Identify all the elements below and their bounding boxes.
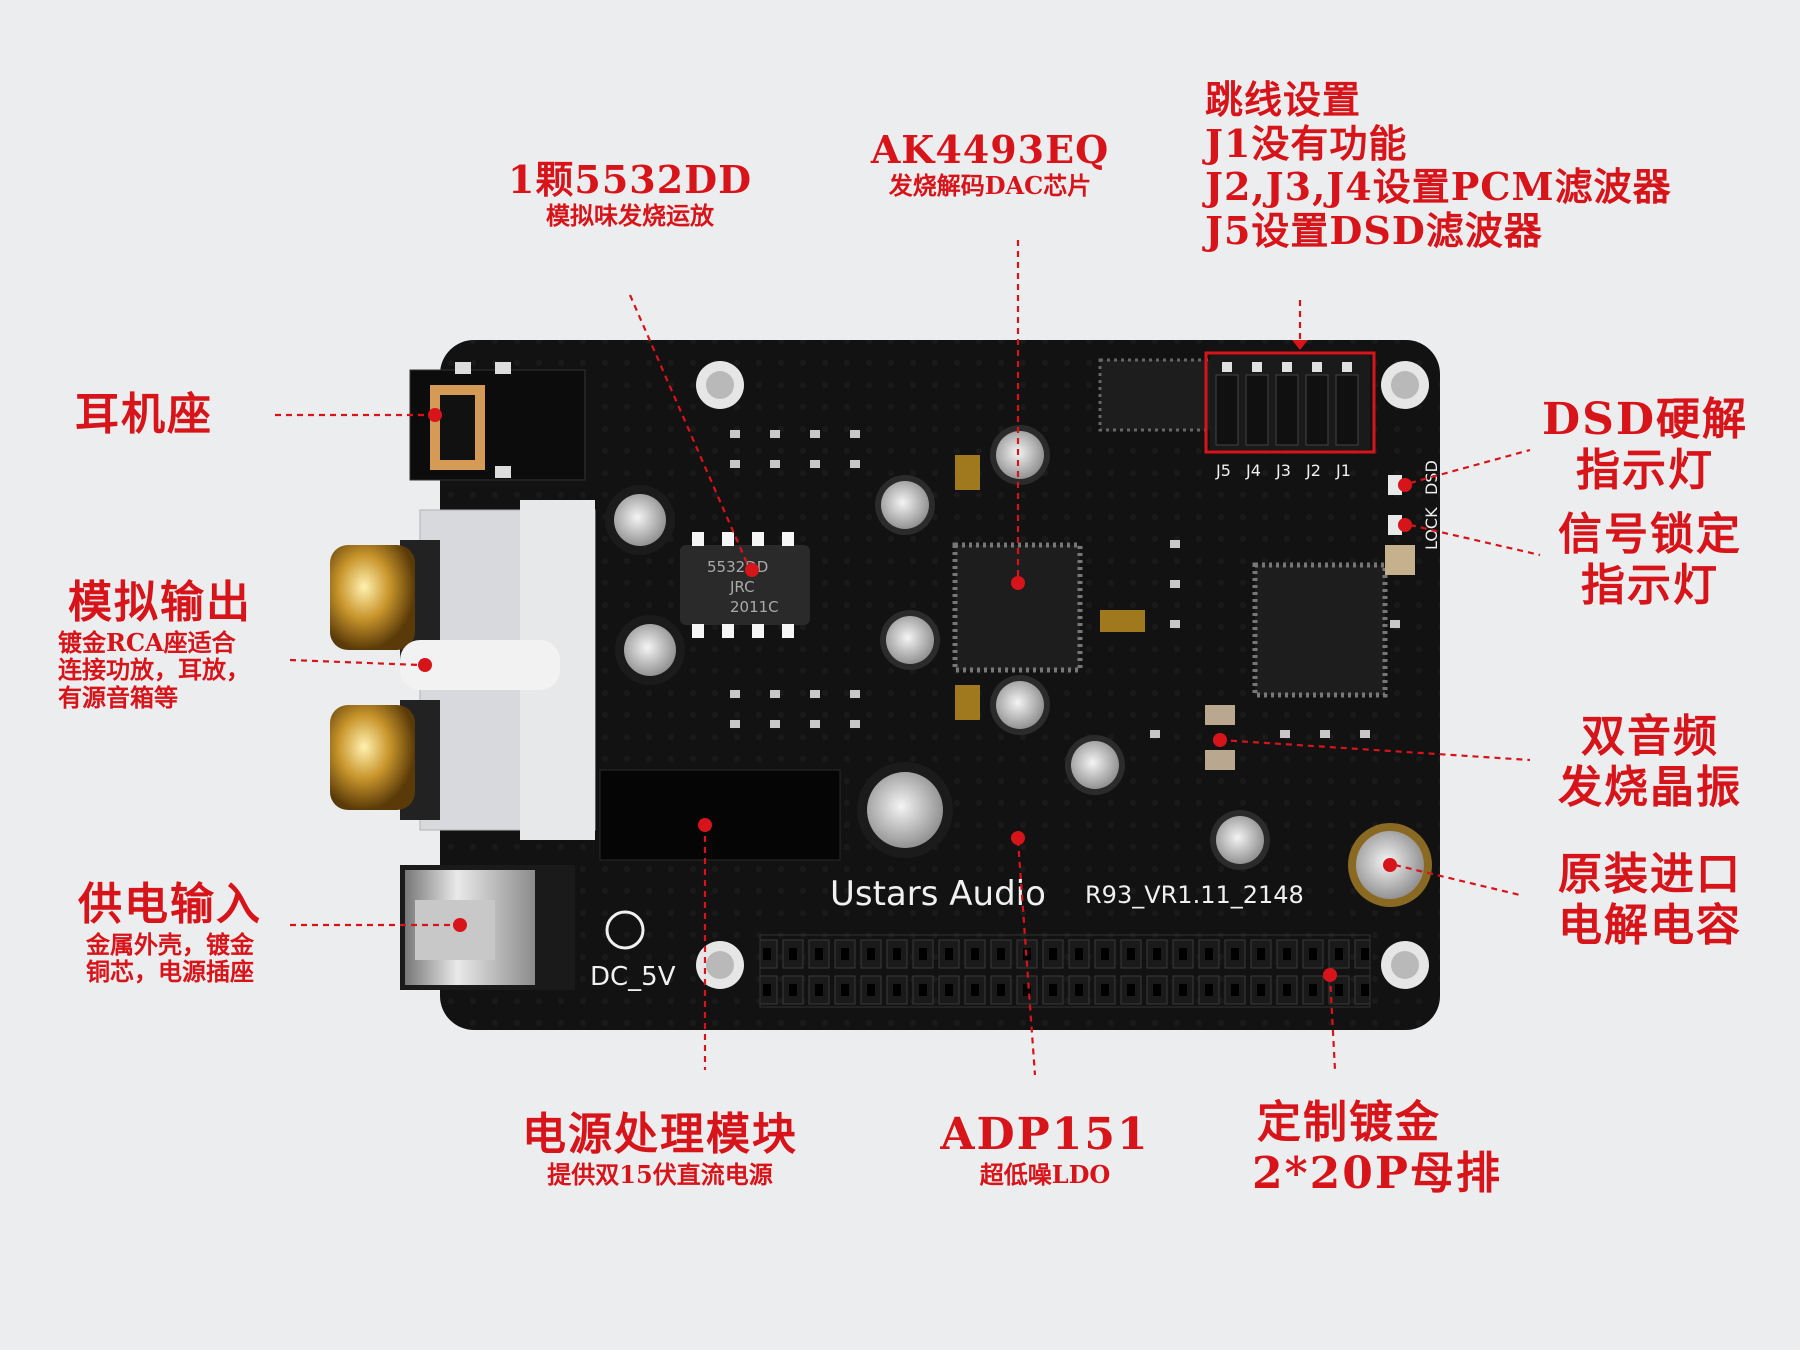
leader-dots [418,340,1412,982]
dac-annotation: AK4493EQ 发烧解码DAC芯片 [870,127,1110,200]
svg-text:J4: J4 [1245,461,1261,480]
svg-text:J3: J3 [1275,461,1291,480]
model-text: R93_VR1.11_2148 [1085,881,1304,909]
jumper-annotation: 跳线设置 J1没有功能 J2,J3,J4设置PCM滤波器 J5设置DSD滤波器 [1205,77,1672,254]
headphone-jack [409,362,586,481]
svg-text:JRC: JRC [729,578,755,596]
svg-text:J1: J1 [1335,461,1351,480]
power-in-annotation: 供电输入 金属外壳，镀金 铜芯，电源插座 [78,879,262,987]
brand-text: Ustars Audio [830,874,1046,914]
dc-jack [400,865,575,990]
lock-led [1388,515,1402,535]
cap-annotation: 原装进口 电解电容 [1558,849,1742,951]
svg-text:J2: J2 [1305,461,1321,480]
svg-text:5532DD: 5532DD [707,558,768,576]
led-silk: DSD LOCK [1422,460,1441,550]
dc-label: DC_5V [590,962,676,992]
dsd-led-annotation: DSD硬解 指示灯 [1541,394,1749,496]
gpio-header [759,934,1371,1008]
power-module [599,769,841,861]
dac-chip [952,542,1083,673]
ldo-annotation: ADP151 超低噪LDO [940,1109,1150,1189]
jumper-silk: J5 J4 J3 J2 J1 [1215,461,1351,480]
crystals [955,455,1415,770]
jumper-block [1204,351,1376,454]
header-annotation: 定制镀金 2*20P母排 [1252,1097,1502,1199]
svg-text:LOCK: LOCK [1422,507,1441,550]
leader-lines [275,240,1541,1076]
svg-text:2011C: 2011C [730,598,779,616]
svg-text:J5: J5 [1215,461,1231,480]
opamp-chip [680,532,810,638]
opamp-annotation: 1颗5532DD 模拟味发烧运放 [507,157,753,230]
headphone-annotation: 耳机座 [75,389,213,440]
analog-out-annotation: 模拟输出 镀金RCA座适合 连接功放，耳放， 有源音箱等 [58,577,252,712]
smd-parts [730,430,1400,738]
crystal-annotation: 双音频 发烧晶振 [1558,711,1742,813]
rca-connectors [330,500,596,840]
dsd-led [1388,475,1402,495]
lock-led-annotation: 信号锁定 指示灯 [1558,509,1742,611]
power-module-annotation: 电源处理模块 提供双15伏直流电源 [522,1109,798,1189]
